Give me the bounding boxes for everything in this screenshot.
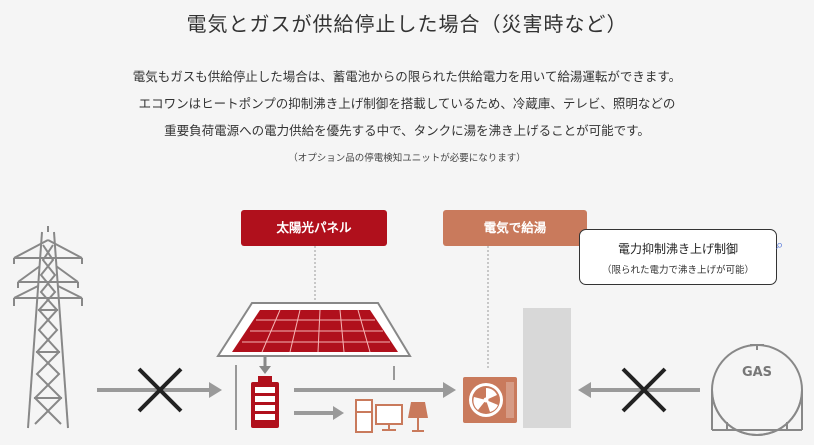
- grid-supply-arrow: [97, 382, 222, 398]
- callout-title: 電力抑制沸き上げ制御: [617, 242, 738, 256]
- lens-icon[interactable]: ⌕: [776, 238, 784, 253]
- solar-panel-label: 太陽光パネル: [241, 210, 387, 246]
- gas-holder-icon: [711, 344, 803, 436]
- cross-icon: [621, 367, 667, 413]
- tank-icon: [523, 308, 571, 428]
- option-note: （オプション品の停電検知ユニットが必要になります）: [288, 153, 526, 164]
- callout-subtitle: （限られた電力で沸き上げが可能）: [601, 265, 754, 276]
- electric-hot-water-label: 電気で給湯: [443, 210, 587, 246]
- gas-label: GAS: [742, 365, 772, 380]
- power-tower-icon: [13, 226, 83, 429]
- appliances-icon: [355, 399, 428, 433]
- heat-pump-icon: [463, 377, 517, 423]
- description-line-2: エコワンはヒートポンプの抑制沸き上げ制御を搭載しているため、冷蔵庫、テレビ、照明…: [138, 96, 676, 111]
- control-callout: 電力抑制沸き上げ制御 （限られた電力で沸き上げが可能）: [579, 229, 777, 285]
- description-line-1: 電気もガスも供給停止した場合は、蓄電池からの限られた供給電力を用いて給湯運転がで…: [132, 69, 682, 84]
- page-title: 電気とガスが供給停止した場合（災害時など）: [186, 12, 628, 36]
- cross-icon: [137, 367, 183, 413]
- battery-icon: [251, 376, 279, 428]
- description-line-3: 重要負荷電源への電力供給を優先する中で、タンクに湯を沸き上げることが可能です。: [164, 123, 650, 138]
- solar-panel-icon: [216, 302, 412, 357]
